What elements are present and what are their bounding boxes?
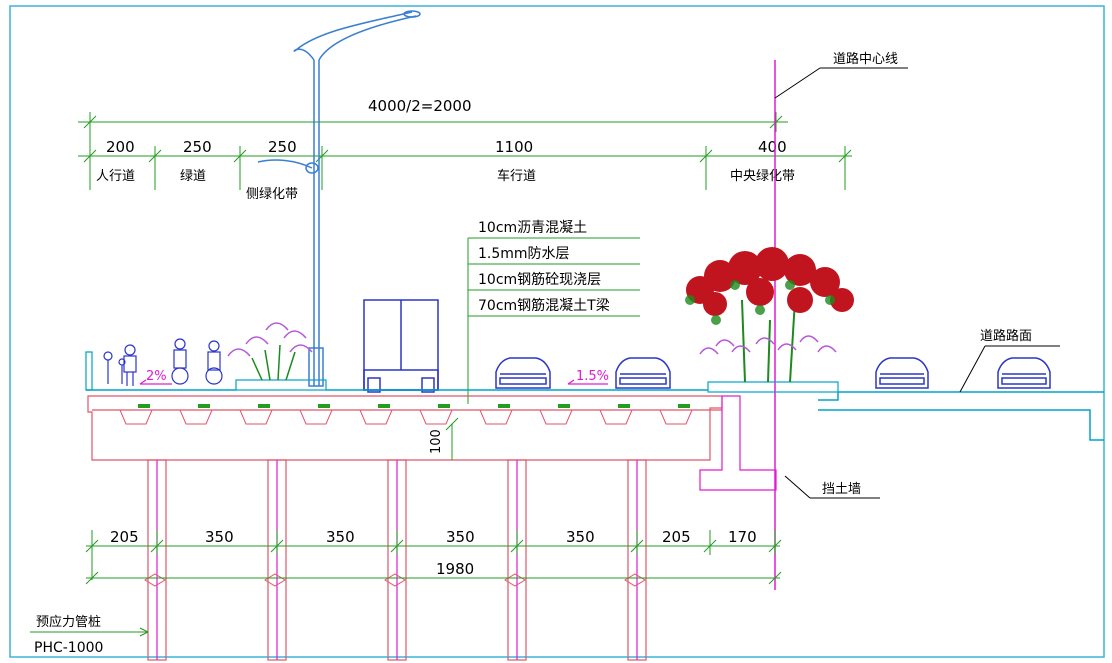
- drawing-frame: [9, 5, 1105, 658]
- street-lamp: [257, 10, 421, 387]
- layer-leader: [467, 237, 640, 404]
- slope-left-label: 2%: [146, 369, 167, 384]
- beam-height-label: 100: [429, 429, 444, 454]
- span-dim-1: 205: [110, 528, 139, 546]
- dim-name-median: 中央绿化带: [730, 169, 795, 184]
- dim-name-side-green: 侧绿化带: [246, 187, 298, 202]
- car-icon-1: [495, 357, 551, 389]
- road-surface-leader: [959, 345, 1060, 393]
- truck-icon: [363, 299, 439, 393]
- t-beam-group: [119, 409, 693, 425]
- span-total-dim: 1980: [436, 560, 474, 578]
- dim-name-greenway: 绿道: [180, 169, 206, 184]
- road-surface-line: [86, 389, 1104, 441]
- slope-right-label: 1.5%: [576, 369, 609, 384]
- layer-asphalt: 10cm沥青混凝土: [478, 220, 587, 236]
- span-dim-7: 170: [728, 528, 757, 546]
- pile-leader: [30, 627, 149, 637]
- median-tree: [685, 247, 854, 393]
- slope-arrow-left: [139, 379, 172, 385]
- dim-name-sidewalk: 人行道: [96, 169, 135, 184]
- side-planter: [227, 322, 327, 391]
- dim-value-carriageway: 1100: [495, 138, 533, 156]
- layer-t-beam: 70cm钢筋混凝土T梁: [478, 297, 610, 314]
- dim-value-greenway: 250: [183, 138, 212, 156]
- dim-value-side-green: 250: [268, 138, 297, 156]
- bottom-dimension-group: [85, 530, 782, 585]
- pier-columns: [147, 459, 647, 661]
- road-centerline: [774, 60, 908, 590]
- pile-joints: [144, 573, 646, 587]
- retaining-wall-leader: [784, 475, 880, 499]
- centerline-label: 道路中心线: [833, 51, 898, 67]
- pedestrians-icon: [103, 338, 223, 386]
- pile-code-label: PHC-1000: [34, 640, 103, 656]
- span-dim-6: 205: [662, 528, 691, 546]
- dim-value-sidewalk: 200: [106, 138, 135, 156]
- retaining-wall: [699, 395, 777, 491]
- pile-name-label: 预应力管桩: [36, 614, 101, 630]
- span-dim-3: 350: [326, 528, 355, 546]
- beam-height-dimension: [445, 417, 459, 460]
- car-icon-3: [875, 357, 929, 389]
- span-dim-5: 350: [566, 528, 595, 546]
- railing-left: [85, 351, 93, 391]
- span-dim-2: 350: [205, 528, 234, 546]
- dim-name-carriageway: 车行道: [497, 168, 536, 184]
- beam-bearings: [138, 404, 690, 408]
- dim-value-median: 400: [758, 138, 787, 156]
- span-dim-4: 350: [446, 528, 475, 546]
- road-surface-label: 道路路面: [980, 328, 1032, 344]
- layer-cast-concrete: 10cm钢筋砼现浇层: [478, 271, 601, 288]
- top-dimension-group: [78, 112, 852, 190]
- car-icon-4: [997, 357, 1051, 389]
- layer-waterproof: 1.5mm防水层: [478, 246, 570, 262]
- top-total-dimension: 4000/2=2000: [368, 97, 472, 115]
- slope-arrow-right: [567, 379, 608, 385]
- car-icon-2: [615, 357, 671, 389]
- retaining-wall-label: 挡土墙: [822, 482, 861, 497]
